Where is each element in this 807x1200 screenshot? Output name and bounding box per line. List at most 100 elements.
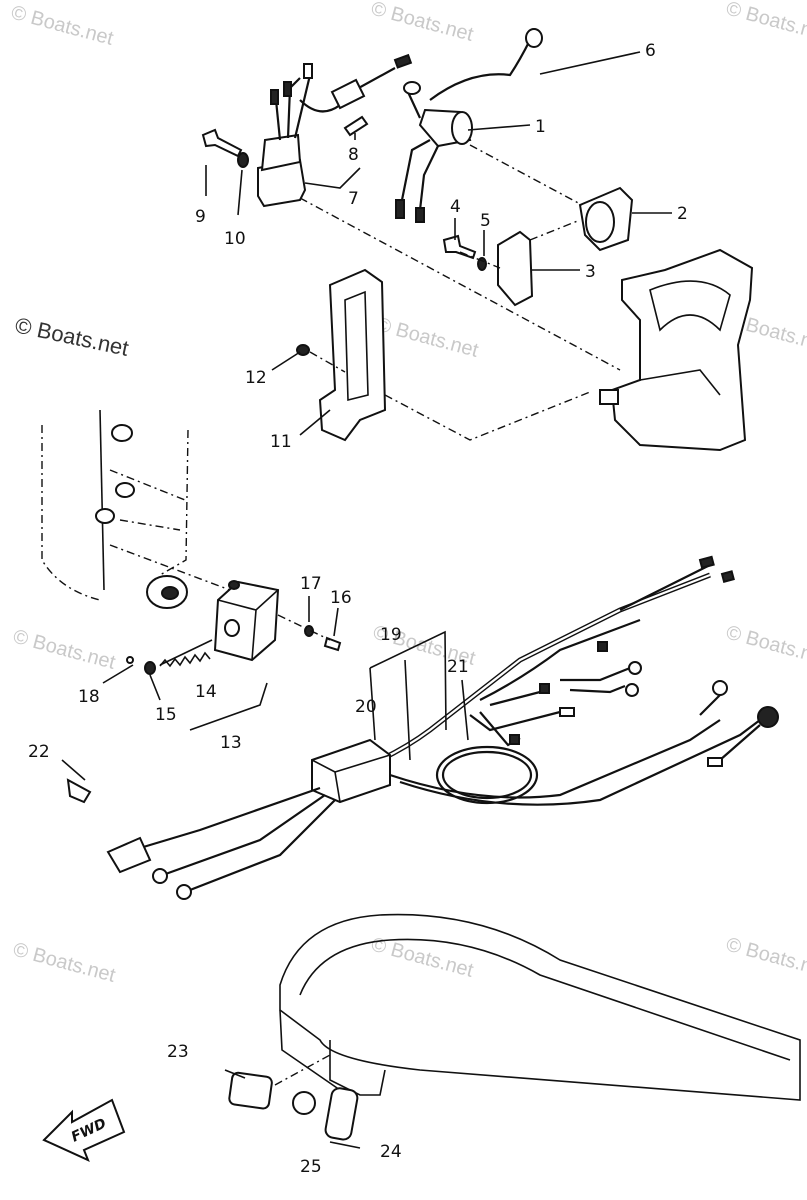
- engine-dash-2: [119, 519, 181, 531]
- harness-loop: [435, 745, 539, 805]
- callout-10: 10: [224, 229, 246, 249]
- ring-terminal-4: [152, 868, 168, 884]
- coupler-plug: [106, 836, 152, 874]
- coil-face: [451, 111, 473, 145]
- harness-plug-2: [509, 734, 520, 745]
- harness-branch-2: [619, 564, 711, 611]
- cowling-outline: [279, 913, 801, 1101]
- callout-20: 20: [355, 697, 377, 717]
- rectifier-assembly: [126, 580, 342, 731]
- leader-24: [329, 1141, 361, 1149]
- align-line-1: [299, 197, 621, 371]
- harness-loop-inner: [441, 750, 533, 800]
- coil-terminal-1: [395, 199, 405, 219]
- washer-10-part: [237, 152, 249, 168]
- leader-13: [189, 682, 268, 731]
- plate-23-part: [228, 1071, 273, 1110]
- lead-end: [393, 53, 413, 69]
- callout-6: 6: [645, 41, 656, 61]
- leader-18: [102, 664, 134, 684]
- coil-lead-2: [418, 145, 439, 211]
- rectifier-hole: [224, 619, 240, 637]
- leader-22: [61, 759, 86, 781]
- callout-16: 16: [330, 588, 352, 608]
- engine-boss-1: [111, 424, 133, 442]
- clip-22-part: [66, 778, 92, 804]
- harness-plug-4: [597, 641, 608, 652]
- spring-14-part: [159, 651, 211, 668]
- callout-24: 24: [380, 1142, 402, 1162]
- align-line-3: [529, 219, 581, 241]
- lead-right-3: [699, 694, 721, 716]
- callout-22: 22: [28, 742, 50, 762]
- plate-slot: [344, 290, 369, 402]
- callout-23: 23: [167, 1042, 189, 1062]
- lead-left-3: [189, 799, 336, 892]
- leader-11: [299, 409, 331, 436]
- harness-end-2: [720, 570, 735, 583]
- rectifier-13-part: [213, 580, 280, 662]
- cap-terminal: [757, 706, 779, 728]
- terminal-3: [303, 63, 313, 79]
- engine-mount-hole: [161, 586, 179, 600]
- callout-19: 19: [380, 625, 402, 645]
- leader-10: [237, 169, 243, 216]
- nut-15-part: [144, 661, 156, 675]
- harness-end-1: [698, 555, 715, 569]
- ring-terminal-3: [712, 680, 728, 696]
- harness-branch-3: [469, 710, 561, 732]
- harness-plug-5: [707, 757, 723, 767]
- leader-16: [333, 607, 339, 637]
- plug-cap-6: [525, 28, 543, 48]
- connector-sleeve: [330, 78, 366, 110]
- callout-3: 3: [585, 262, 596, 282]
- engine-outline-left: [41, 425, 101, 601]
- fwd-arrow-shape: [42, 1098, 126, 1162]
- leader-6: [539, 51, 641, 75]
- rectifier-edges: [217, 589, 279, 661]
- watermark-3: © Boats.net: [724, 0, 807, 46]
- plug-cap: [403, 81, 421, 95]
- bracket-hole: [585, 201, 615, 243]
- harness-plug-3: [539, 683, 550, 694]
- callout-12: 12: [245, 368, 267, 388]
- lead-left-2: [159, 794, 326, 878]
- watermark-8: © Boats.net: [724, 622, 807, 670]
- watermark-side: © Boats.net: [13, 312, 131, 360]
- coil-hv-wire: [407, 91, 421, 119]
- wire-harness: [61, 555, 779, 900]
- grommet-25-part: [292, 1091, 316, 1115]
- coil-terminal-2: [415, 207, 425, 223]
- cdi-wire-3: [293, 74, 312, 139]
- lead-right-4: [719, 724, 761, 761]
- engine-boss-3: [95, 508, 115, 524]
- callout-4: 4: [450, 197, 461, 217]
- callout-11: 11: [270, 432, 292, 452]
- engine-rib: [99, 409, 105, 591]
- leader-21: [461, 679, 469, 741]
- cover-24-part: [324, 1087, 359, 1141]
- align-line-7: [277, 614, 331, 641]
- leader-12: [271, 351, 301, 371]
- leader-23: [224, 1069, 246, 1079]
- spring-14-base: [159, 639, 213, 666]
- rectifier-stud: [228, 580, 240, 590]
- connector-edges: [311, 754, 391, 803]
- callout-17: 17: [300, 574, 322, 594]
- lead-left-1: [139, 786, 321, 850]
- bottom-cowling: [224, 913, 801, 1149]
- ht-lead: [429, 39, 531, 101]
- leader-20: [369, 667, 376, 741]
- callout-2: 2: [677, 204, 688, 224]
- engine-outline-right: [159, 429, 189, 576]
- cowling-inner: [299, 938, 791, 1061]
- engine-block: [41, 409, 231, 609]
- clamp-3-part: [497, 230, 534, 307]
- engine-dash-1: [109, 469, 186, 501]
- upper-assembly: [201, 28, 754, 452]
- fwd-arrow: FWD: [42, 1098, 126, 1162]
- callout-8: 8: [348, 145, 359, 165]
- bolt-9-part: [201, 128, 243, 158]
- leader-19: [369, 630, 447, 731]
- callout-5: 5: [480, 211, 491, 231]
